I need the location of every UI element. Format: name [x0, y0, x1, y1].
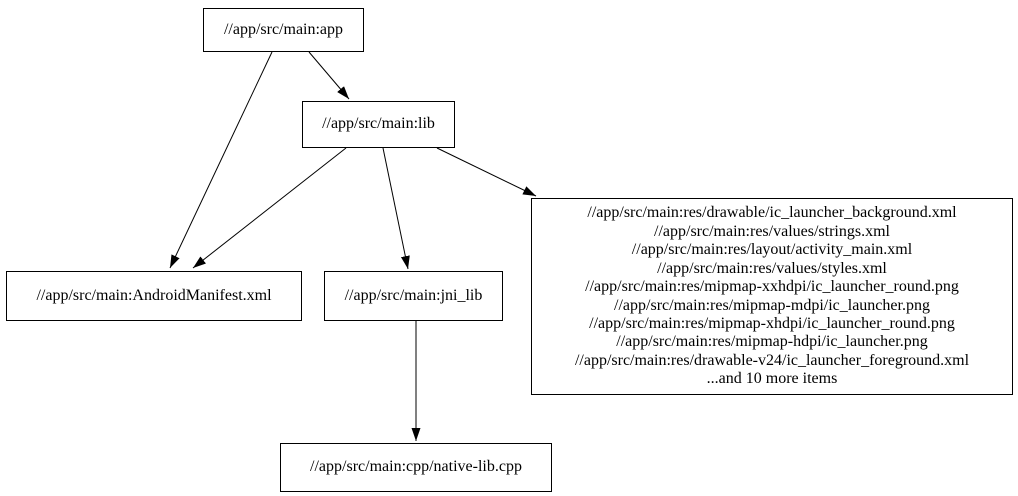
edge-app-to-lib	[308, 51, 350, 100]
res-file-item: //app/src/main:res/mipmap-xxhdpi/ic_laun…	[585, 278, 959, 296]
res-file-item: //app/src/main:res/mipmap-hdpi/ic_launch…	[616, 333, 928, 351]
edge-app-to-manifest	[169, 51, 273, 269]
node-android-manifest-label: //app/src/main:AndroidManifest.xml	[36, 286, 272, 304]
node-app-target: //app/src/main:app	[203, 8, 364, 52]
node-app-label: //app/src/main:app	[223, 20, 344, 38]
node-jni-lib: //app/src/main:jni_lib	[324, 271, 503, 321]
res-file-item: //app/src/main:res/drawable-v24/ic_launc…	[574, 351, 970, 369]
edge-lib-to-jni-lib	[382, 147, 410, 270]
edge-lib-to-res-group	[436, 147, 537, 197]
res-file-item: //app/src/main:res/mipmap-mdpi/ic_launch…	[614, 296, 930, 314]
res-file-item: //app/src/main:res/values/styles.xml	[657, 259, 887, 277]
node-lib-target: //app/src/main:lib	[302, 101, 455, 148]
node-android-manifest: //app/src/main:AndroidManifest.xml	[6, 271, 302, 321]
res-file-item: //app/src/main:res/mipmap-xhdpi/ic_launc…	[589, 314, 955, 332]
res-file-item: //app/src/main:res/values/strings.xml	[654, 222, 890, 240]
node-native-lib-cpp: //app/src/main:cpp/native-lib.cpp	[280, 443, 552, 492]
node-native-lib-cpp-label: //app/src/main:cpp/native-lib.cpp	[310, 458, 522, 476]
edge-lib-to-manifest	[192, 147, 347, 269]
res-file-item: //app/src/main:res/layout/activity_main.…	[631, 241, 913, 259]
node-jni-lib-label: //app/src/main:jni_lib	[344, 286, 483, 304]
res-file-item: //app/src/main:res/drawable/ic_launcher_…	[587, 204, 957, 222]
res-more-items-note: ...and 10 more items	[706, 370, 838, 388]
node-lib-label: //app/src/main:lib	[322, 115, 435, 133]
node-res-file-group: //app/src/main:res/drawable/ic_launcher_…	[531, 198, 1013, 395]
